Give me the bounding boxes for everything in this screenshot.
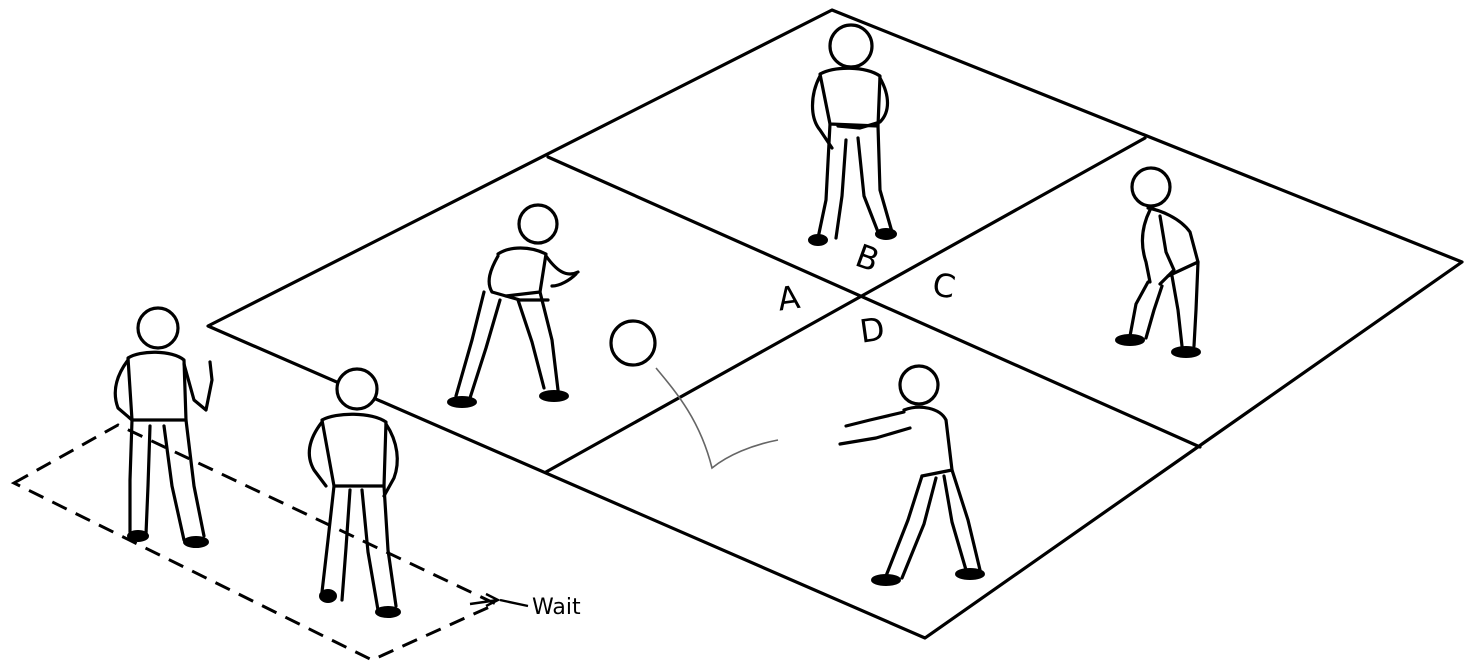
player-square-d (840, 366, 984, 585)
square-label-a: A (775, 278, 802, 319)
ball (611, 321, 655, 365)
square-label-b: B (851, 236, 885, 279)
wait-label: Wait (532, 595, 581, 620)
wait-pointer: Wait (470, 594, 581, 620)
waiting-area-outline (14, 425, 496, 660)
waiting-player-back (115, 308, 212, 547)
court-outline (208, 10, 1462, 638)
court-divider-left-right (548, 157, 1200, 447)
waiting-player-front (309, 369, 400, 617)
square-label-d: D (857, 310, 887, 351)
player-square-a (448, 205, 578, 407)
square-label-c: C (930, 265, 959, 306)
court (208, 10, 1462, 638)
player-square-b (809, 25, 896, 245)
court-divider-top-bottom (546, 138, 1145, 472)
ball-bounce-path (656, 368, 778, 468)
player-square-c (1116, 168, 1200, 357)
wait-arrow (470, 594, 528, 606)
